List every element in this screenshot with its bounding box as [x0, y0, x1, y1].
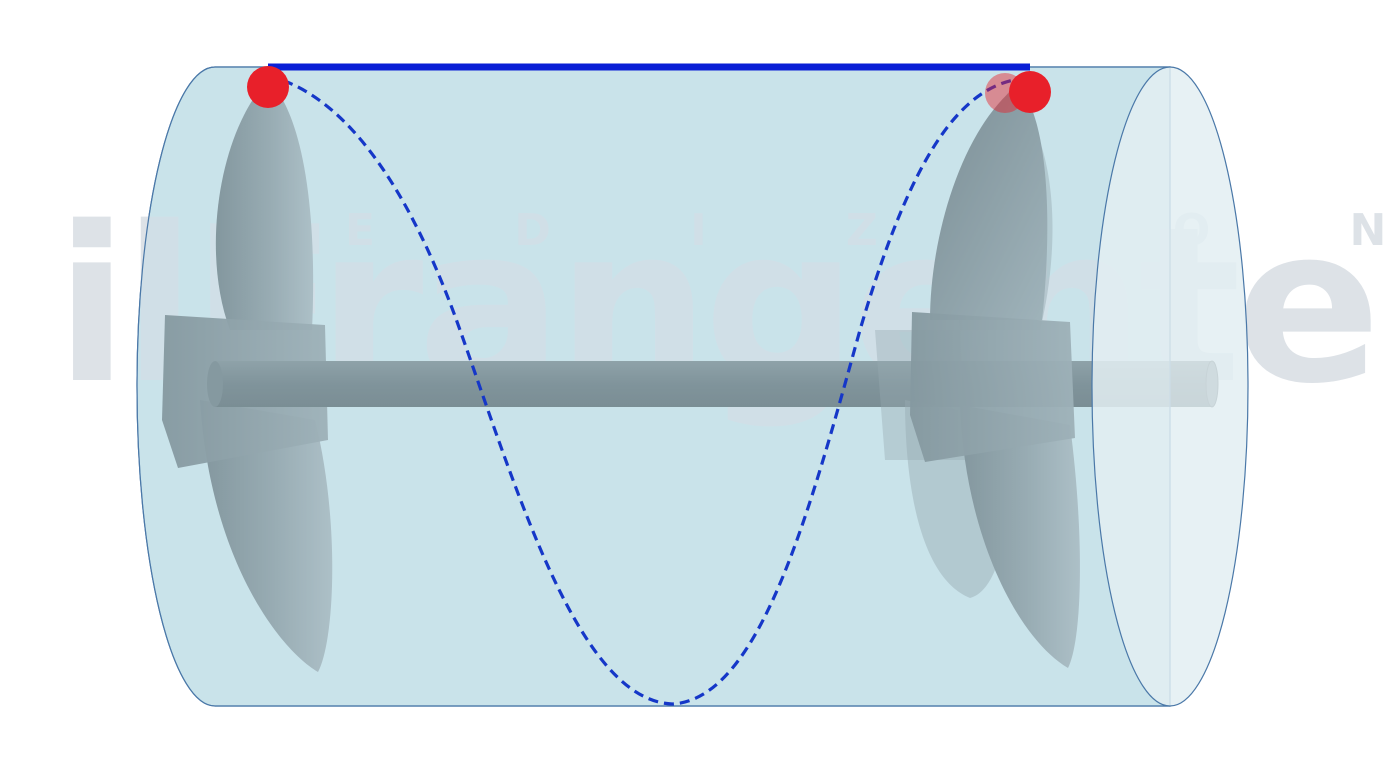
left-blade-lower — [200, 400, 333, 672]
start-marker — [247, 66, 289, 108]
helix-path — [267, 74, 1031, 706]
cylinder-overlay — [136, 66, 1171, 707]
right-hub — [910, 312, 1075, 462]
cylinder-front — [136, 66, 1249, 707]
right-propeller — [875, 85, 1080, 668]
left-blade-upper — [215, 80, 314, 330]
right-blade-upper — [930, 85, 1048, 320]
right-blade-lower — [960, 405, 1080, 668]
cylinder-right-cap — [1091, 66, 1249, 707]
end-marker — [1009, 71, 1051, 113]
shaft-left-end — [207, 361, 223, 407]
